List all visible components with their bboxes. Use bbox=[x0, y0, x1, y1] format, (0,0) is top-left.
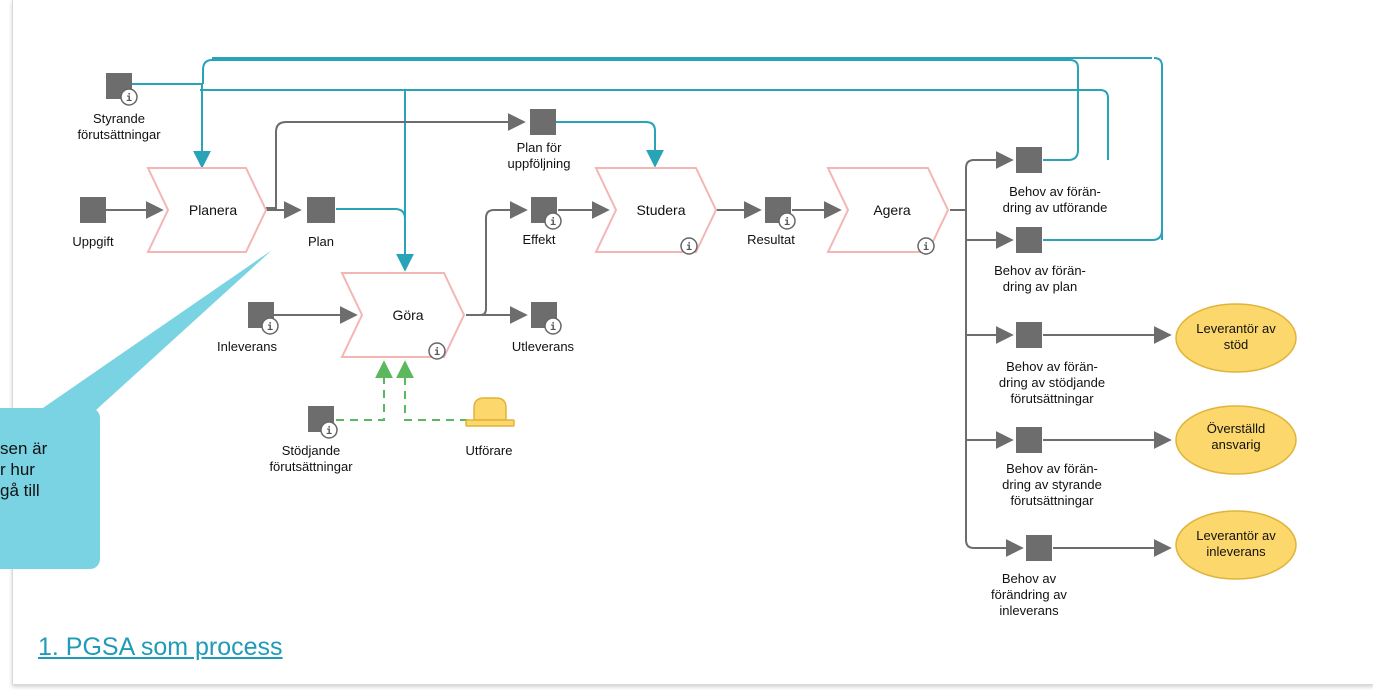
role-leverantor-inleverans[interactable] bbox=[1175, 510, 1297, 580]
label-resultat: Resultat bbox=[747, 232, 795, 247]
item-plan-uppfoljning-square-icon[interactable] bbox=[530, 109, 556, 135]
item-inleverans-square-icon[interactable]: i bbox=[248, 302, 279, 335]
section-link[interactable]: 1. PGSA som process bbox=[38, 633, 283, 661]
label-utforare: Utförare bbox=[466, 443, 513, 458]
svg-text:Agera: Agera bbox=[873, 202, 911, 218]
callout-text: sen är r hur gå till bbox=[0, 439, 48, 500]
item-stodjande-square-icon[interactable]: i bbox=[308, 406, 338, 439]
item-utleverans-square-icon[interactable]: i bbox=[531, 302, 562, 335]
svg-text:i: i bbox=[923, 241, 929, 253]
svg-text:i: i bbox=[550, 321, 556, 333]
connector-plan-to-gora bbox=[336, 208, 406, 220]
item-behov-utforande-square-icon[interactable] bbox=[1016, 147, 1042, 173]
process-gora[interactable]: Göra bbox=[340, 272, 466, 358]
label-effekt: Effekt bbox=[522, 232, 555, 247]
svg-text:i: i bbox=[784, 216, 790, 228]
info-icon[interactable]: i bbox=[428, 342, 446, 360]
connector-stodjande-to-gora bbox=[336, 360, 393, 421]
process-studera[interactable]: Studera bbox=[594, 167, 718, 253]
svg-text:i: i bbox=[434, 346, 440, 358]
item-resultat-square-icon[interactable]: i bbox=[765, 197, 796, 230]
info-icon[interactable]: i bbox=[680, 237, 698, 255]
callout-bubble: sen är r hur gå till bbox=[0, 408, 100, 569]
label-plan: Plan bbox=[308, 234, 334, 249]
process-planera[interactable]: Planera bbox=[146, 167, 268, 253]
label-behov-plan: Behov av förän-dring av plan bbox=[994, 263, 1086, 294]
gray-connectors bbox=[106, 113, 1172, 557]
connector-utforare-to-gora bbox=[396, 360, 468, 421]
svg-text:i: i bbox=[686, 241, 692, 253]
role-leverantor-stod[interactable] bbox=[1175, 303, 1297, 373]
teal-connectors bbox=[132, 57, 1163, 272]
item-uppgift-square-icon[interactable] bbox=[80, 197, 106, 223]
item-behov-styrande-square-icon[interactable] bbox=[1016, 427, 1042, 453]
svg-text:Planera: Planera bbox=[189, 202, 237, 218]
connector-behov-utforande-to-planera bbox=[202, 59, 1079, 161]
connector-to-behov-utforande bbox=[965, 151, 1014, 169]
label-utleverans: Utleverans bbox=[512, 339, 575, 354]
svg-text:Studera: Studera bbox=[636, 202, 685, 218]
slide-frame bbox=[12, 0, 1373, 685]
connector-planera-to-plan-uppfoljning bbox=[266, 113, 526, 209]
item-effekt-square-icon[interactable]: i bbox=[531, 197, 562, 230]
connector-gora-to-effekt bbox=[466, 201, 528, 316]
svg-text:i: i bbox=[126, 92, 132, 104]
label-behov-utforande: Behov av förän-dring av utförande bbox=[1003, 184, 1108, 215]
label-uppgift: Uppgift bbox=[72, 234, 114, 249]
item-plan-square-icon[interactable] bbox=[307, 197, 335, 223]
svg-text:i: i bbox=[267, 321, 273, 333]
svg-text:i: i bbox=[326, 425, 332, 437]
svg-text:i: i bbox=[550, 216, 556, 228]
callout-pointer bbox=[40, 250, 272, 410]
svg-text:Göra: Göra bbox=[392, 307, 423, 323]
green-connectors bbox=[336, 360, 468, 421]
info-icon[interactable]: i bbox=[917, 237, 935, 255]
label-inleverans: Inleverans bbox=[217, 339, 277, 354]
item-behov-plan-square-icon[interactable] bbox=[1016, 227, 1042, 253]
role-overstalld[interactable] bbox=[1175, 405, 1297, 475]
connector-plan-uppfoljning-to-studera bbox=[556, 121, 664, 168]
item-behov-stodjande-square-icon[interactable] bbox=[1016, 322, 1042, 348]
item-styrande-square-icon[interactable]: i bbox=[106, 73, 138, 106]
utforare-hat-icon[interactable] bbox=[465, 397, 515, 427]
item-behov-inleverans-square-icon[interactable] bbox=[1026, 535, 1052, 561]
